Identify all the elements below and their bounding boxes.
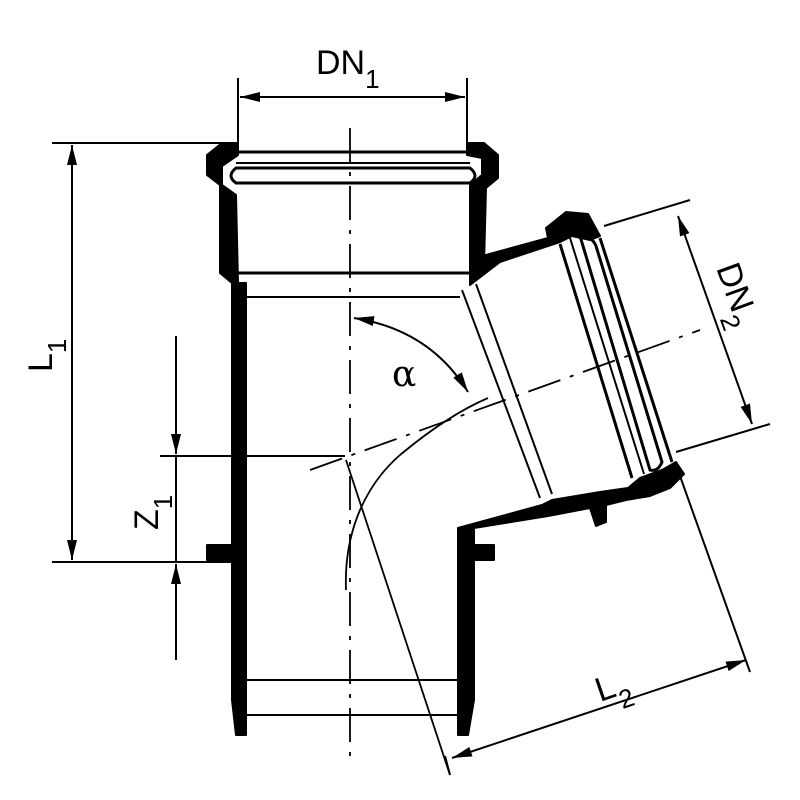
main-pipe-left-wall bbox=[206, 142, 247, 736]
alpha-label: α bbox=[392, 354, 416, 395]
branch-lower-wall bbox=[457, 461, 685, 529]
branch-centerline bbox=[309, 329, 701, 471]
main-pipe-right-wall-lower bbox=[457, 527, 495, 736]
branch-upper-wall bbox=[469, 211, 601, 286]
l1-label: L1 bbox=[22, 339, 72, 372]
dn1-label: DN1 bbox=[316, 44, 380, 94]
z1-reference-curve bbox=[344, 397, 489, 776]
dimension-dn1 bbox=[237, 78, 468, 143]
angle-alpha-arc bbox=[353, 316, 469, 393]
dimension-l2 bbox=[444, 475, 751, 776]
dimension-z1 bbox=[160, 336, 345, 660]
dimension-l1 bbox=[52, 142, 232, 563]
dimension-dn2 bbox=[603, 199, 771, 453]
center-lines bbox=[309, 128, 701, 760]
main-pipe bbox=[206, 142, 499, 736]
main-pipe-right-wall-upper bbox=[466, 142, 499, 266]
branch-pipe bbox=[457, 211, 685, 529]
l2-label: L2 bbox=[590, 663, 638, 721]
z1-label: Z1 bbox=[128, 495, 178, 530]
